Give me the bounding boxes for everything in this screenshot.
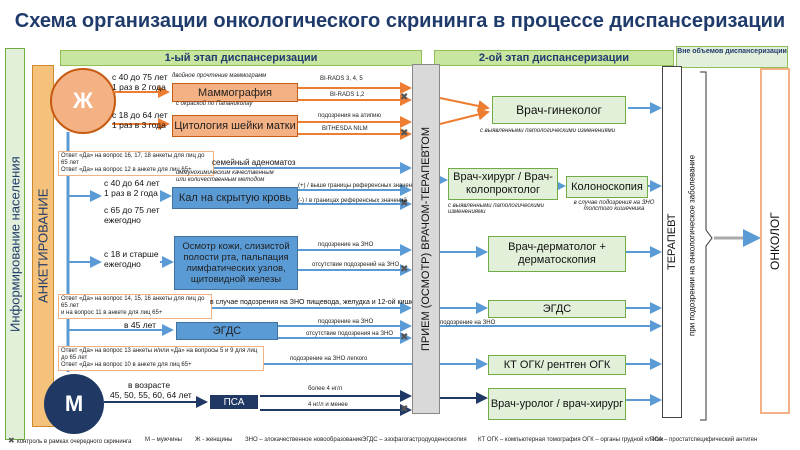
survey-note-3: Ответ «Да» на вопрос 13 анкеты и/или «Да… — [58, 346, 264, 371]
oncologist-bar: ОНКОЛОГ — [760, 68, 790, 414]
skin-exam-box: Осмотр кожи, слизистой полости рта, паль… — [174, 236, 298, 290]
egds-age: в 45 лет — [124, 320, 156, 330]
stool-freq1: 1 раз в 2 года — [104, 188, 158, 198]
cyto-age: с 18 до 64 лет — [112, 110, 168, 120]
mammo-age: с 40 до 75 лет — [112, 72, 168, 82]
cytology-box: Цитология шейки матки — [172, 115, 298, 137]
cross-icon: ✖ — [400, 404, 409, 415]
gynecologist-box: Врач-гинеколог — [492, 96, 626, 124]
psa-age1: в возрасте — [128, 380, 171, 390]
stool-test-box: Кал на скрытую кровь — [172, 187, 298, 209]
cross-icon: ✖ — [400, 92, 409, 103]
urologist-box: Врач-уролог / врач-хирург — [488, 388, 626, 420]
stool-age2: с 65 до 75 лет — [104, 205, 160, 215]
female-circle: Ж — [50, 68, 116, 134]
survey-note-2-line2: и на вопрос 11 в анкете для лиц 65+ — [61, 310, 163, 316]
mammography-box: Маммография — [172, 83, 298, 102]
legend-m: М – мужчины — [145, 437, 182, 443]
lung-suspect: подозрение на ЗНО легкого — [290, 356, 368, 362]
skin-age: с 18 и старше — [104, 249, 159, 259]
therapist-reception-bar: ПРИЕМ (ОСМОТР) ВРАЧОМ-ТЕРАПЕВТОМ — [412, 64, 440, 414]
stage2-header: 2-ой этап диспансеризации — [434, 50, 674, 66]
survey-note-1: Ответ «Да» на вопрос 16, 17, 18 анкеты д… — [58, 151, 214, 176]
survey-note-2: Ответ «Да» на вопрос 14, 15, 16 анкеты д… — [58, 294, 212, 319]
cross-icon: ✖ — [400, 198, 409, 209]
birads-low: BI-RADS 1,2 — [330, 92, 365, 98]
legend-f: Ж - женщины — [195, 437, 233, 443]
diagram-title: Схема организации онкологического скрини… — [14, 10, 786, 32]
cross-icon: ✖ — [8, 436, 17, 445]
skin-freq: ежегодно — [104, 259, 141, 269]
legend-ct: КТ ОГК – компьютерная томография ОГК – о… — [478, 437, 664, 443]
surgeon-box: Врач-хирург / Врач-колопроктолог — [448, 168, 558, 200]
stool-below: (-) / в границах референсных значений — [298, 198, 407, 204]
stool-method1: иммунохимическим качественным — [176, 170, 274, 176]
skin-suspect: подозрение на ЗНО — [318, 242, 374, 248]
extra-header: Вне объемов диспансеризации — [676, 46, 788, 68]
stage1-header: 1-ый этап диспансеризации — [60, 50, 422, 66]
legend-zno: ЗНО – злокачественное новообразование — [245, 437, 363, 443]
psa-less: 4 нг/л и менее — [308, 402, 348, 408]
skin-no-suspect: отсутствие подозрений на ЗНО — [312, 262, 400, 268]
family-adenomatosis: семейный аденоматоз — [212, 158, 296, 167]
psa-more: более 4 нг/л — [308, 386, 343, 392]
dermatologist-box: Врач-дерматолог + дерматоскопия — [488, 236, 626, 272]
survey-note-2-line1: Ответ «Да» на вопрос 14, 15, 16 анкеты д… — [61, 296, 205, 309]
pathology-note: с выявленными патологическими изменениям… — [480, 128, 616, 134]
egds-suspect-2: подозрение на ЗНО — [440, 320, 496, 326]
survey-note-1-line2: Ответ «Да» на вопрос 12 в анкете для лиц… — [61, 167, 192, 173]
survey-note-3-line1: Ответ «Да» на вопрос 13 анкеты и/или «Да… — [61, 348, 258, 361]
ct-box: КТ ОГК/ рентген ОГК — [488, 355, 626, 375]
therapist-bar: ТЕРАПЕВТ — [662, 66, 682, 418]
surgeon-note: с выявленными патологическими изменениям… — [448, 203, 544, 215]
stool-age1: с 40 до 64 лет — [104, 178, 160, 188]
stool-above: (+) / выше границы референсных значений — [298, 183, 419, 189]
cross-icon: ✖ — [400, 264, 409, 275]
mammo-note: двойное прочтение маммограмм — [172, 73, 267, 79]
stool-method2: или количественным методом — [176, 177, 265, 183]
psa-age2: 45, 50, 55, 60, 64 лет — [110, 390, 192, 400]
survey-note-1-line1: Ответ «Да» на вопрос 16, 17, 18 анкеты д… — [61, 153, 205, 166]
legend-cross-text: контроль в рамках очередного скрининга — [16, 439, 132, 445]
stool-freq2: ежегодно — [104, 215, 141, 225]
egds-suspect: подозрение на ЗНО — [318, 319, 374, 325]
egds-stage2-box: ЭГДС — [488, 300, 626, 318]
male-circle: М — [44, 374, 104, 434]
legend-egds: ЭГДС – эзофагогастродуоденоскопия — [362, 437, 467, 443]
cyto-freq: 1 раз в 3 года — [112, 120, 166, 130]
bethesda-label: BITHESDA NILM — [322, 126, 368, 132]
atypia-label: подозрения на атипию — [318, 113, 381, 119]
mammo-freq: 1 раз в 2 года — [112, 82, 166, 92]
egds-box: ЭГДС — [176, 322, 278, 340]
suspicion-label: при подозрении на онкологическое заболев… — [687, 154, 697, 336]
colonoscopy-box: Колоноскопия — [566, 176, 648, 198]
cyto-note: с окраской по Папаниколау — [176, 101, 253, 107]
egds-no-suspect: отсутствие подозрения на ЗНО — [306, 331, 394, 337]
birads-high: BI-RADS 3, 4, 5 — [320, 76, 363, 82]
legend-cross: ✖ контроль в рамках очередного скрининга — [8, 436, 131, 445]
legend-psa: ПСА – простатспецифический антиген — [650, 437, 758, 443]
cross-icon: ✖ — [400, 332, 409, 343]
psa-box: ПСА — [210, 395, 258, 409]
colonoscopy-note: в случае подозрения на ЗНО толстого кише… — [573, 200, 655, 212]
survey-note-3-line2: Ответ «Да» на вопрос 10 в анкете для лиц… — [61, 362, 192, 368]
cross-icon: ✖ — [400, 128, 409, 139]
egds-suspect-note: в случае подозрения на ЗНО пищевода, жел… — [210, 299, 418, 306]
